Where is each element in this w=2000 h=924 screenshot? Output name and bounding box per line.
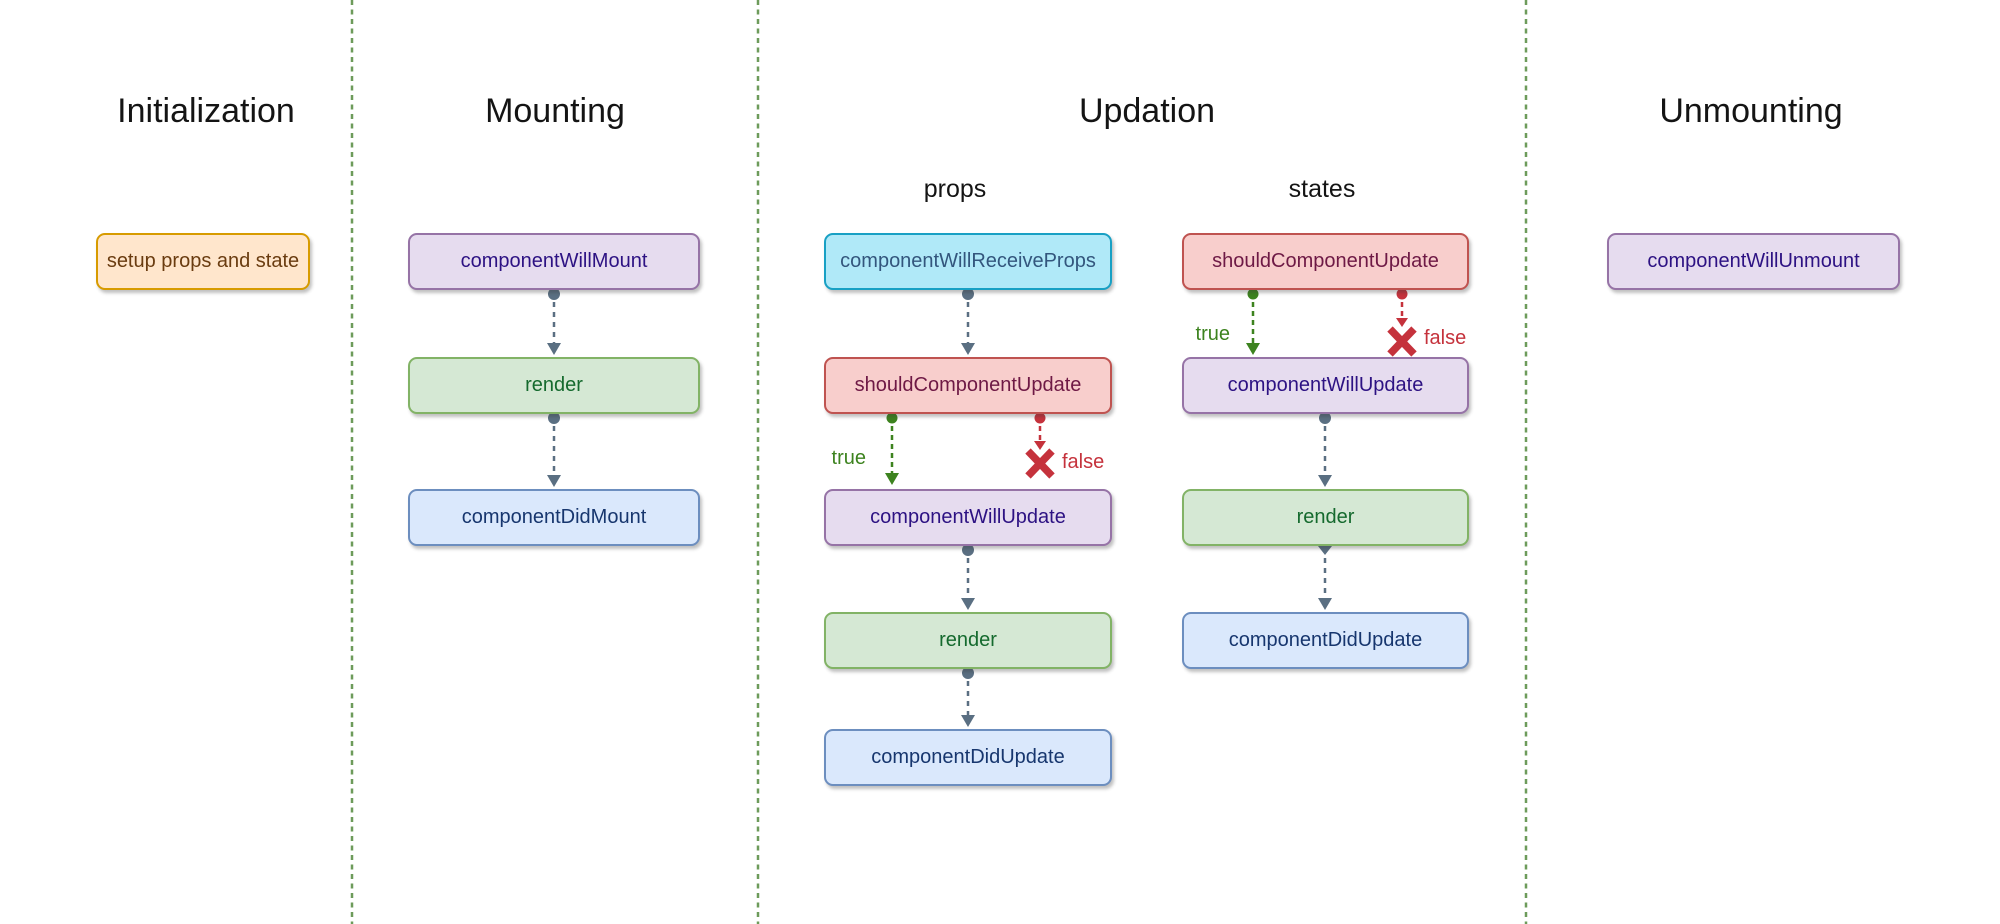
arrow-true-states bbox=[1246, 288, 1260, 355]
node-shouldcomponentupdate-props: shouldComponentUpdate bbox=[824, 357, 1112, 414]
section-title-updation: Updation bbox=[1078, 92, 1216, 130]
node-shouldcomponentupdate-states: shouldComponentUpdate bbox=[1182, 233, 1469, 290]
arrow-render-to-componentdidupdate-props bbox=[961, 667, 975, 727]
section-title-unmounting: Unmounting bbox=[1659, 92, 1843, 130]
node-componentdidupdate-states: componentDidUpdate bbox=[1182, 612, 1469, 669]
subcolumn-label-states: states bbox=[1288, 175, 1356, 203]
false-x-icon-props bbox=[1025, 448, 1055, 479]
node-componentdidmount: componentDidMount bbox=[408, 489, 700, 546]
section-title-mounting: Mounting bbox=[485, 92, 625, 130]
node-render-props: render bbox=[824, 612, 1112, 669]
branch-label-true-props: true bbox=[831, 447, 866, 469]
node-componentwillmount: componentWillMount bbox=[408, 233, 700, 290]
arrow-false-props bbox=[1034, 412, 1046, 450]
false-x-icon-states bbox=[1387, 326, 1417, 357]
arrow-componentwillupdate-to-render-props bbox=[961, 544, 975, 610]
section-title-initialization: Initialization bbox=[117, 92, 295, 130]
arrow-render-to-componentdidupdate-states bbox=[1318, 546, 1332, 610]
arrow-render-to-componentdidmount bbox=[547, 412, 561, 487]
arrow-componentwillreceiveprops-to-shouldcomponentupdate bbox=[961, 288, 975, 355]
node-componentwillunmount: componentWillUnmount bbox=[1607, 233, 1900, 290]
node-componentwillupdate-states: componentWillUpdate bbox=[1182, 357, 1469, 414]
branch-label-false-states: false bbox=[1424, 327, 1467, 349]
node-render-states: render bbox=[1182, 489, 1469, 546]
node-componentdidupdate-props: componentDidUpdate bbox=[824, 729, 1112, 786]
node-componentwillreceiveprops: componentWillReceiveProps bbox=[824, 233, 1112, 290]
arrow-componentwillupdate-to-render-states bbox=[1318, 412, 1332, 487]
node-componentwillupdate-props: componentWillUpdate bbox=[824, 489, 1112, 546]
arrow-true-props bbox=[885, 412, 899, 485]
branch-label-false-props: false bbox=[1062, 451, 1105, 473]
arrow-false-states bbox=[1396, 288, 1408, 327]
branch-label-true-states: true bbox=[1195, 323, 1230, 345]
arrow-componentwillmount-to-render bbox=[547, 288, 561, 355]
subcolumn-label-props: props bbox=[923, 175, 987, 203]
node-render-mounting: render bbox=[408, 357, 700, 414]
node-setup-props-and-state: setup props and state bbox=[96, 233, 310, 290]
